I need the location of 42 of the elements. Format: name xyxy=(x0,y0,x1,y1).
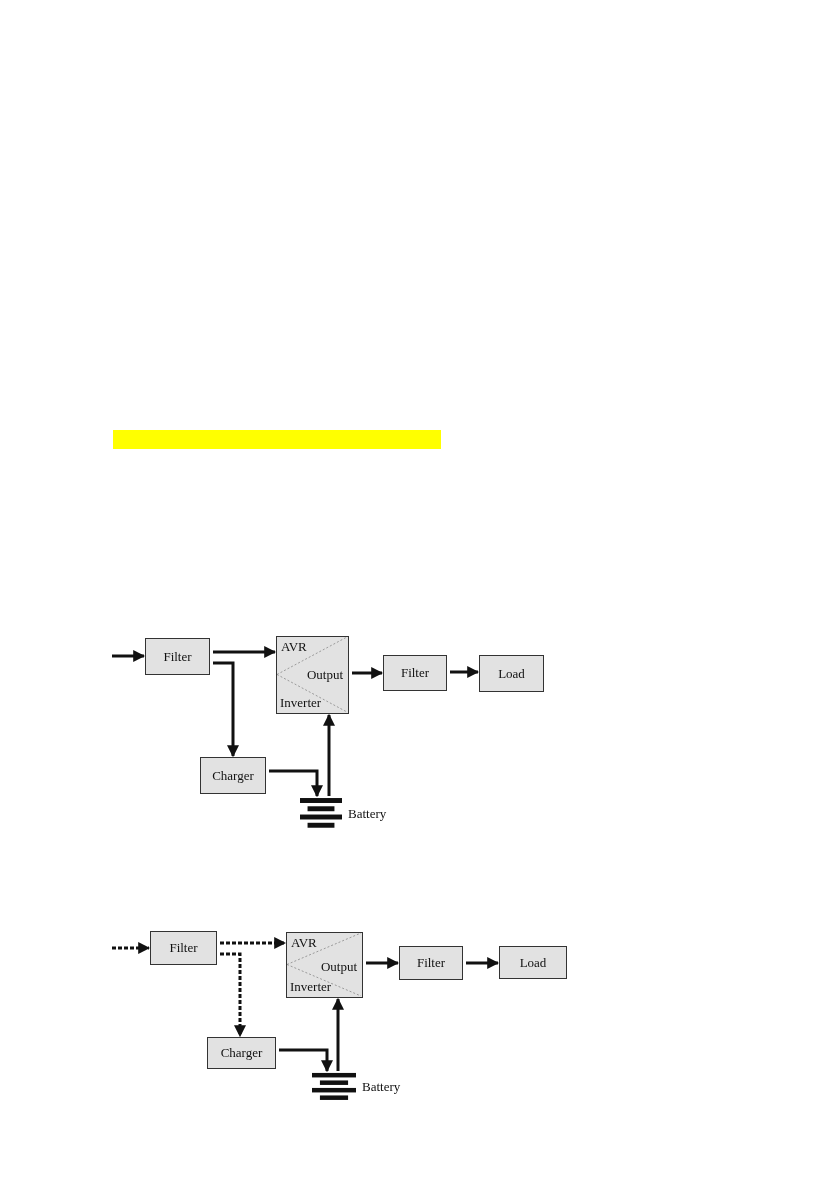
arrow xyxy=(213,646,277,658)
process-box xyxy=(207,1037,276,1069)
process-box xyxy=(286,932,363,998)
box-label: Inverter xyxy=(290,979,332,995)
process-box xyxy=(479,655,544,692)
arrow xyxy=(279,1048,333,1073)
battery-symbol xyxy=(312,1072,356,1102)
process-box xyxy=(499,946,567,979)
battery-symbol xyxy=(300,797,342,830)
box-label: AVR xyxy=(281,639,307,655)
box-label: Filter xyxy=(400,665,430,681)
arrow xyxy=(220,937,287,949)
box-label: Charger xyxy=(212,767,254,784)
box-label: Charger xyxy=(220,1045,263,1061)
arrow xyxy=(112,942,151,954)
box-label: Inverter xyxy=(280,695,322,711)
arrow xyxy=(332,997,344,1071)
box-label: Output xyxy=(320,958,357,975)
box-label: Output xyxy=(306,667,343,684)
process-box xyxy=(150,931,217,965)
battery-label: Battery xyxy=(362,1079,401,1095)
box-label: AVR xyxy=(291,935,317,951)
arrow xyxy=(450,666,480,678)
box-label: Filter xyxy=(163,648,192,665)
arrow xyxy=(269,769,323,798)
arrow xyxy=(112,650,146,662)
process-box xyxy=(383,655,447,691)
box-label: Filter xyxy=(416,955,446,971)
arrow xyxy=(323,713,335,796)
arrow xyxy=(366,957,400,969)
battery-label: Battery xyxy=(348,805,387,822)
box-label: Load xyxy=(498,665,525,682)
process-box xyxy=(276,636,349,714)
box-label: Load xyxy=(519,954,547,971)
arrow xyxy=(466,957,500,969)
arrow xyxy=(220,952,246,1038)
box-label: Filter xyxy=(169,940,198,956)
process-box xyxy=(145,638,210,675)
process-box xyxy=(399,946,463,980)
process-box xyxy=(200,757,266,794)
arrow xyxy=(352,667,384,679)
arrow xyxy=(213,661,239,758)
